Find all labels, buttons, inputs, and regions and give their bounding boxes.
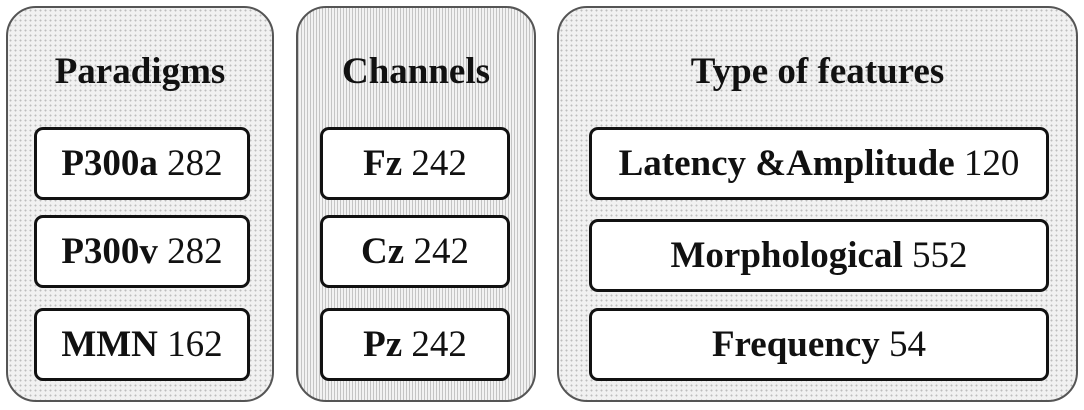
paradigm-label: P300a [61,143,158,184]
channel-label: Cz [361,231,405,272]
paradigm-item-mmn: MMN 162 [34,308,250,381]
feature-count: 120 [963,143,1020,184]
feature-label: Morphological [670,235,903,276]
feature-label: Frequency [711,324,880,365]
paradigm-label: P300v [61,231,158,272]
paradigm-count: 282 [167,231,223,272]
paradigms-panel: Paradigms P300a 282 P300v 282 MMN 162 [6,6,274,402]
channel-item-pz: Pz 242 [320,308,510,381]
feature-item-morphological: Morphological 552 [589,219,1049,292]
paradigm-item-p300a: P300a 282 [34,127,250,200]
feature-count: 54 [889,324,927,365]
paradigms-title: Paradigms [54,51,226,92]
feature-item-latency-amplitude: Latency &Amplitude 120 [589,127,1049,200]
channel-count: 242 [411,143,467,184]
feature-count: 552 [912,235,968,276]
channel-label: Pz [363,324,403,365]
channel-count: 242 [411,324,467,365]
features-panel: Type of features Latency &Amplitude 120 … [557,6,1078,402]
paradigm-count: 282 [167,143,223,184]
channel-count: 242 [413,231,469,272]
features-title: Type of features [690,51,945,92]
paradigm-count: 162 [167,324,223,365]
channel-item-fz: Fz 242 [320,127,510,200]
paradigm-item-p300v: P300v 282 [34,215,250,288]
paradigm-label: MMN [61,324,158,365]
channel-label: Fz [363,143,403,184]
channels-title: Channels [341,51,491,92]
feature-label: Latency &Amplitude [618,143,955,184]
feature-item-frequency: Frequency 54 [589,308,1049,381]
channel-item-cz: Cz 242 [320,215,510,288]
channels-panel: Channels Fz 242 Cz 242 Pz 242 [296,6,536,402]
